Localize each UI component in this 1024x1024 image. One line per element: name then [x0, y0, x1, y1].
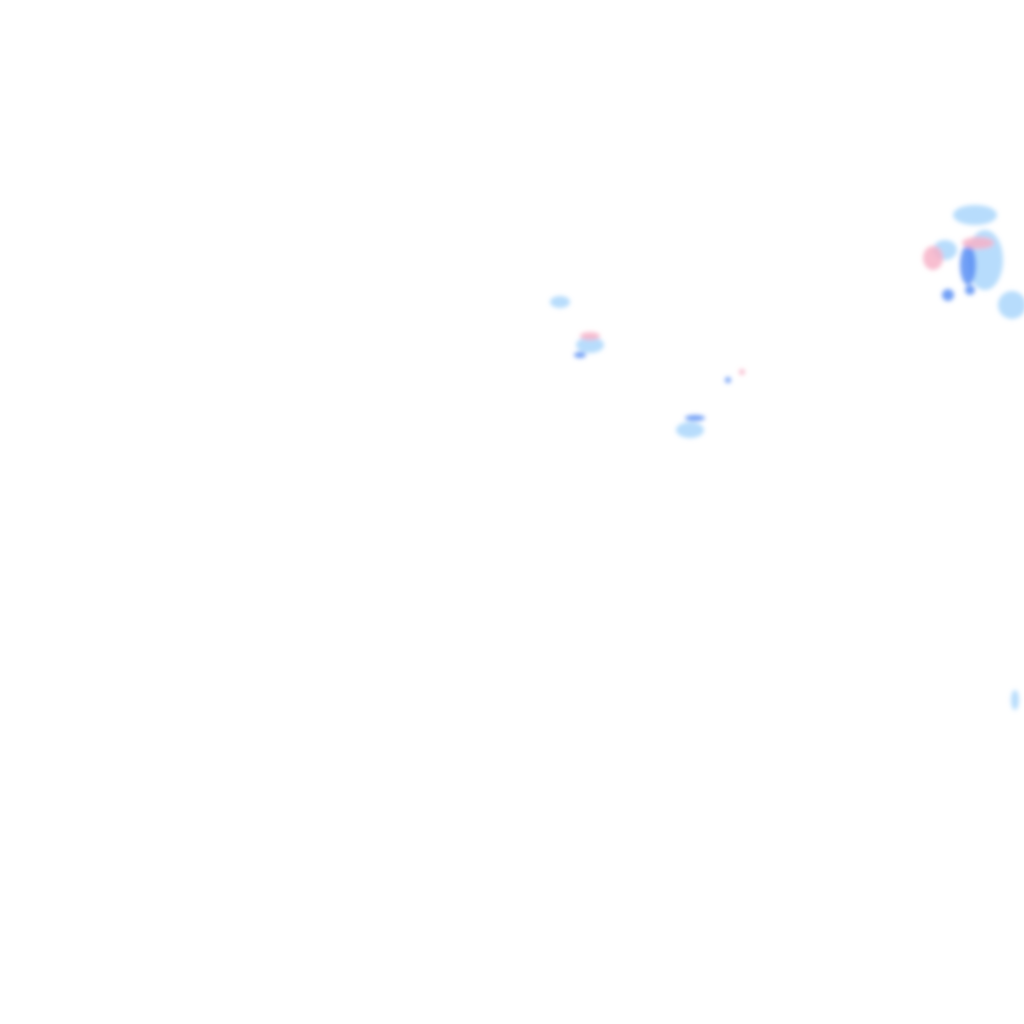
echo-moderate-rain: [960, 245, 976, 285]
echo-moderate-rain: [725, 377, 731, 383]
echo-mixed: [923, 246, 943, 270]
echo-light-rain: [1011, 690, 1019, 710]
echo-light-rain: [550, 296, 570, 308]
echo-light-rain: [576, 337, 604, 353]
echo-moderate-rain: [965, 285, 975, 295]
echo-moderate-rain: [942, 289, 954, 301]
echo-mixed: [962, 237, 994, 249]
echo-moderate-rain: [685, 415, 705, 421]
echo-light-rain: [998, 291, 1024, 319]
echo-light-rain: [676, 422, 704, 438]
echo-mixed: [580, 332, 600, 340]
echo-mixed: [739, 369, 745, 375]
echo-moderate-rain: [574, 352, 586, 358]
echo-light-rain: [953, 205, 997, 225]
